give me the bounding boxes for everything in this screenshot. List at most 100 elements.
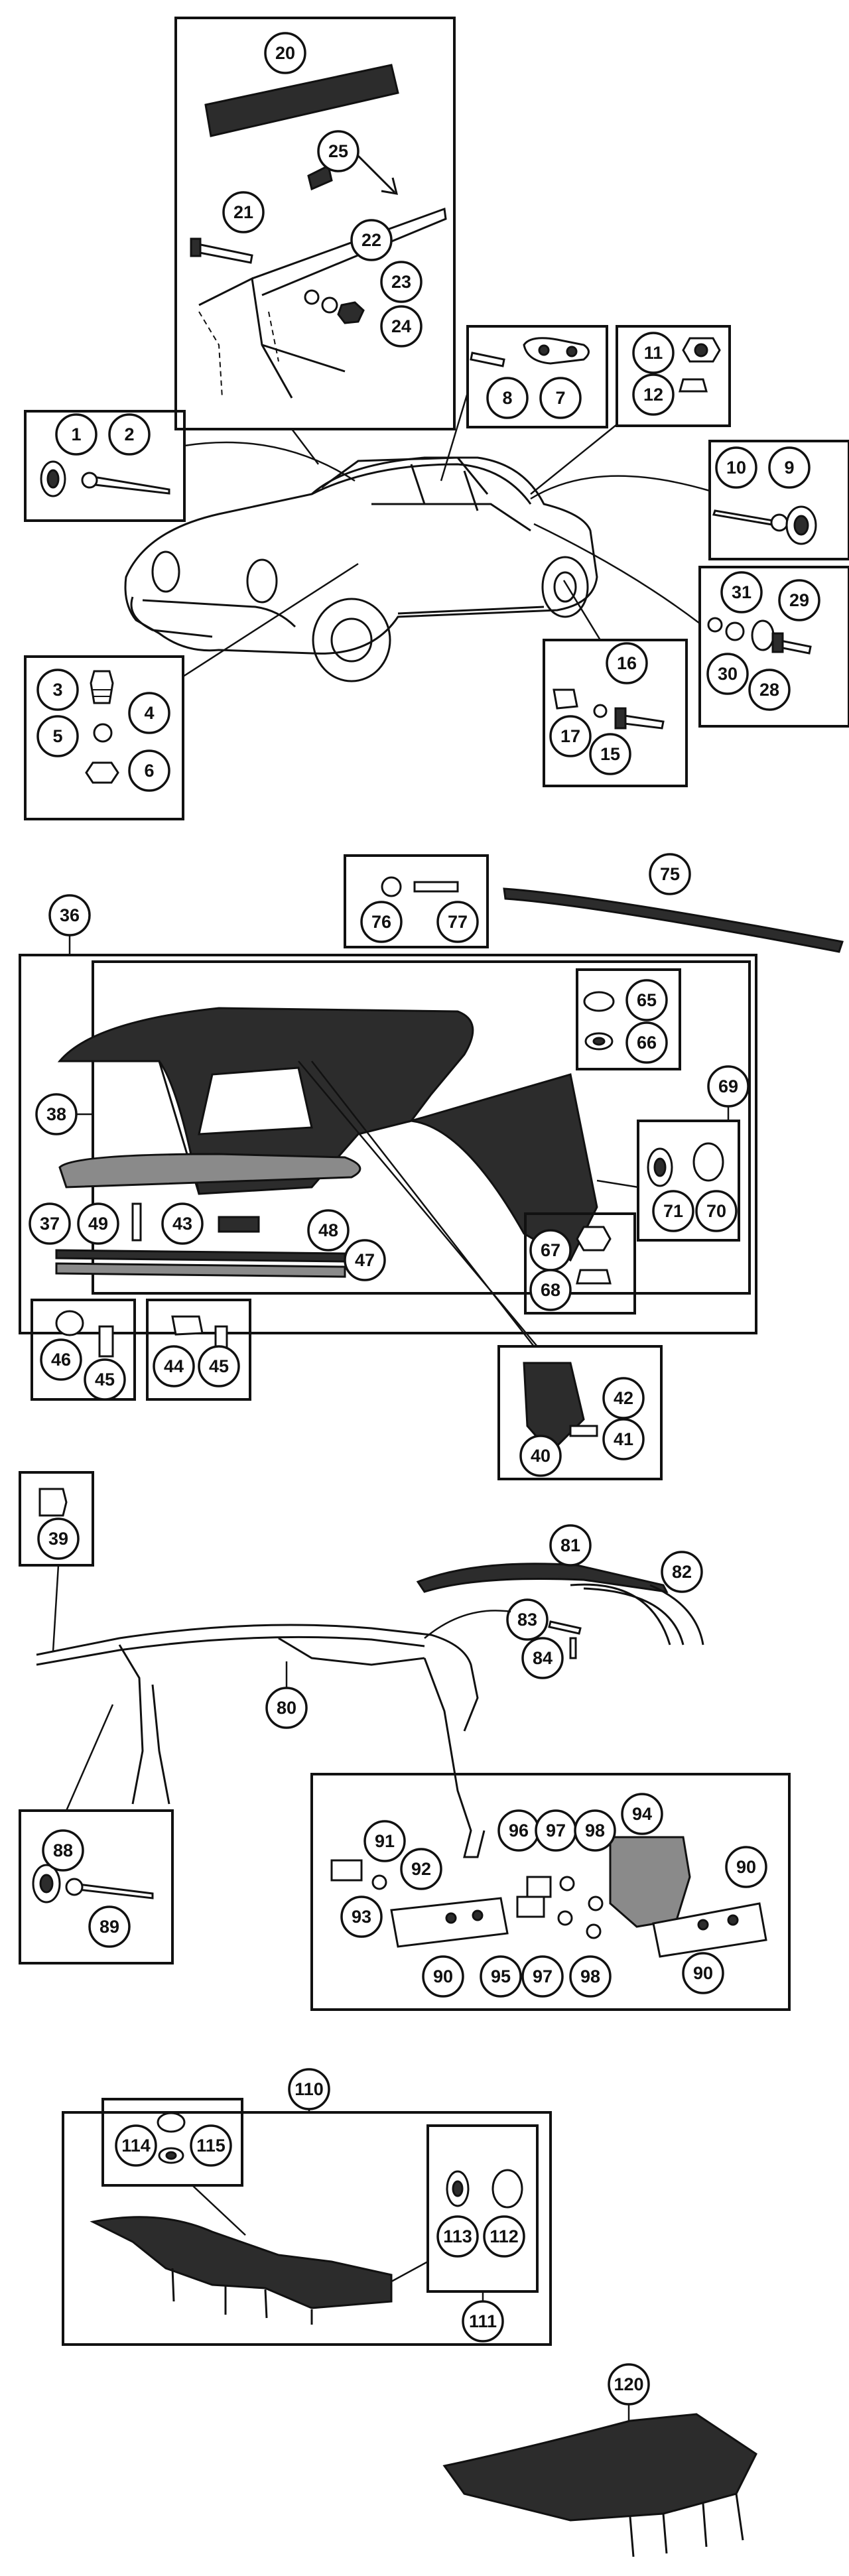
frame-items-40-42 [497, 1345, 663, 1480]
svg-text:48: 48 [318, 1220, 338, 1240]
soft-top [57, 1007, 598, 1262]
svg-text:96: 96 [509, 1821, 529, 1840]
frame-items-76-77 [344, 854, 489, 948]
callout-37: 37 [29, 1202, 71, 1245]
stud-39 [38, 1488, 68, 1517]
bolt-96 [526, 1876, 552, 1898]
callout-17: 17 [549, 715, 592, 757]
plate-90-right [652, 1902, 767, 1958]
svg-text:31: 31 [732, 582, 751, 602]
washer-30 [725, 621, 745, 641]
svg-text:90: 90 [693, 1963, 713, 1983]
callout-4: 4 [128, 692, 170, 734]
svg-text:82: 82 [672, 1562, 692, 1582]
svg-text:7: 7 [555, 388, 565, 408]
svg-text:81: 81 [560, 1535, 580, 1555]
svg-text:66: 66 [637, 1033, 657, 1053]
washer-98-a [588, 1896, 604, 1911]
svg-text:9: 9 [784, 458, 794, 478]
callout-77: 77 [436, 901, 479, 943]
callout-23: 23 [380, 261, 423, 303]
stud-68 [576, 1269, 612, 1285]
callout-2: 2 [108, 413, 151, 456]
callout-67: 67 [529, 1229, 572, 1271]
callout-81: 81 [549, 1524, 592, 1567]
callout-21: 21 [222, 191, 265, 233]
bolt-95 [516, 1896, 545, 1918]
callout-24: 24 [380, 305, 423, 348]
callout-9: 9 [768, 446, 811, 489]
frame-items-8-7 [466, 325, 608, 428]
callout-120: 120 [608, 2363, 650, 2406]
callout-69: 69 [707, 1065, 750, 1108]
hood-cover-120 [442, 2413, 757, 2522]
bows-82 [570, 1583, 704, 1645]
callout-111: 111 [462, 2300, 504, 2343]
rail-47 [55, 1262, 346, 1278]
svg-text:8: 8 [502, 388, 512, 408]
svg-text:5: 5 [52, 726, 62, 746]
callout-15: 15 [589, 733, 631, 775]
svg-text:15: 15 [600, 744, 620, 764]
callout-29: 29 [778, 579, 820, 621]
callout-90-c: 90 [682, 1952, 724, 1994]
callout-97-b: 97 [521, 1955, 564, 1998]
callout-112: 112 [483, 2215, 525, 2258]
callout-44: 44 [153, 1345, 195, 1387]
svg-text:67: 67 [541, 1240, 560, 1260]
svg-text:71: 71 [663, 1201, 683, 1221]
screw-45 [98, 1325, 114, 1358]
svg-text:90: 90 [736, 1857, 756, 1877]
plate-43 [218, 1216, 260, 1233]
callout-98-b: 98 [569, 1955, 612, 1998]
callout-25: 25 [317, 130, 359, 172]
callout-66: 66 [625, 1021, 668, 1064]
bracket-94 [609, 1836, 691, 1928]
frame-items-65-66 [576, 968, 681, 1070]
svg-text:75: 75 [660, 864, 680, 884]
stud-49 [131, 1202, 142, 1242]
svg-text:94: 94 [632, 1804, 652, 1824]
wing-outline [251, 207, 447, 296]
frame-items-67-68 [524, 1212, 636, 1315]
svg-text:93: 93 [352, 1907, 371, 1927]
svg-text:44: 44 [164, 1356, 184, 1376]
rail-75 [503, 887, 844, 953]
svg-text:47: 47 [355, 1250, 375, 1270]
callout-20: 20 [264, 32, 306, 74]
callout-45-a: 45 [84, 1358, 126, 1401]
svg-text:29: 29 [789, 590, 809, 610]
frame-tonneau-assembly [62, 2111, 552, 2346]
callout-7: 7 [539, 377, 582, 419]
svg-text:70: 70 [706, 1201, 726, 1221]
screw-41 [569, 1425, 598, 1437]
svg-text:84: 84 [533, 1648, 553, 1668]
svg-text:21: 21 [233, 202, 253, 222]
bracket-40 [523, 1362, 585, 1454]
washer-76 [381, 876, 402, 897]
svg-text:77: 77 [448, 912, 468, 932]
callout-113: 113 [436, 2215, 479, 2258]
callout-115: 115 [190, 2124, 232, 2167]
stud-12 [679, 378, 708, 393]
callout-42: 42 [602, 1377, 645, 1419]
crossbar-81 [416, 1563, 669, 1593]
stud-2 [88, 475, 170, 495]
callout-96: 96 [497, 1809, 540, 1852]
svg-text:39: 39 [48, 1529, 68, 1549]
section-covers: 110 114 115 113 112 111 120 [62, 2068, 757, 2557]
svg-text:112: 112 [490, 2226, 519, 2246]
washer-97-a [559, 1876, 575, 1892]
frame-80 [36, 1624, 486, 1858]
rail-48 [55, 1249, 346, 1263]
stud-70 [692, 1142, 724, 1182]
frame-items-1-2 [24, 410, 186, 522]
callout-95: 95 [480, 1955, 522, 1998]
svg-text:43: 43 [172, 1214, 192, 1234]
callout-75: 75 [649, 853, 691, 895]
svg-text:25: 25 [328, 141, 348, 161]
bolt-91 [330, 1859, 363, 1882]
svg-text:17: 17 [560, 726, 580, 746]
callout-40: 40 [519, 1435, 562, 1477]
callout-80: 80 [265, 1687, 308, 1729]
